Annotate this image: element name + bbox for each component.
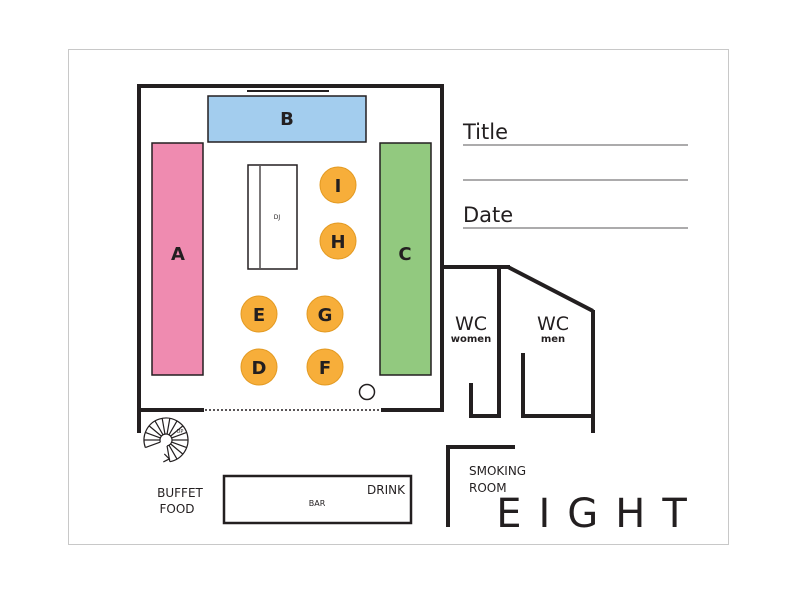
table-d[interactable]: D [240, 348, 278, 386]
table-i[interactable]: I [319, 166, 357, 204]
title-field[interactable]: Title [462, 120, 688, 181]
table-i-label: I [335, 176, 342, 197]
sheet-frame [68, 49, 729, 545]
main-hall-walls [137, 84, 444, 433]
dj-label: DJ [274, 214, 281, 221]
wc-men-sub: men [541, 334, 565, 345]
date-field[interactable]: Date [463, 203, 688, 229]
area-a[interactable]: A [151, 142, 204, 376]
room-label: ROOM [469, 481, 507, 495]
title-label: Title [462, 120, 508, 144]
area-b[interactable]: B [207, 95, 367, 143]
smoking-room[interactable]: SMOKING ROOM [446, 445, 526, 527]
table-f[interactable]: F [306, 348, 344, 386]
wc-women-sub: women [451, 334, 491, 345]
bar-counter[interactable]: DRINK BAR [222, 474, 413, 525]
table-e-label: E [253, 305, 265, 326]
eight-logo: EIGHT [496, 491, 704, 537]
area-b-label: B [280, 109, 294, 130]
table-d-label: D [252, 358, 267, 379]
date-label: Date [463, 203, 513, 227]
area-c-label: C [398, 244, 411, 265]
stairs-up-label: UP [177, 429, 184, 435]
table-h-label: H [330, 232, 345, 253]
table-f-label: F [319, 358, 331, 379]
food-label: FOOD [159, 502, 194, 516]
dj-booth[interactable]: DJ [247, 164, 298, 270]
table-g[interactable]: G [306, 295, 344, 333]
wc-women-title: WC [455, 313, 487, 335]
area-a-label: A [171, 244, 185, 265]
table-h[interactable]: H [319, 222, 357, 260]
smoking-label: SMOKING [469, 464, 526, 478]
pillar-icon [358, 383, 376, 401]
table-g-label: G [318, 305, 333, 326]
spiral-staircase-icon [143, 417, 189, 463]
buffet-label: BUFFET [157, 486, 203, 500]
wc-men-title: WC [537, 313, 569, 335]
wc-women[interactable]: WC women [451, 313, 491, 345]
spiral-staircase[interactable]: UP [143, 417, 189, 463]
restroom-walls [442, 265, 595, 433]
table-e[interactable]: E [240, 295, 278, 333]
wc-men[interactable]: WC men [537, 313, 569, 345]
bar-label: BAR [309, 499, 326, 508]
buffet-food-area[interactable]: BUFFET FOOD [157, 486, 203, 516]
area-c[interactable]: C [379, 142, 432, 376]
drink-label: DRINK [367, 483, 406, 497]
